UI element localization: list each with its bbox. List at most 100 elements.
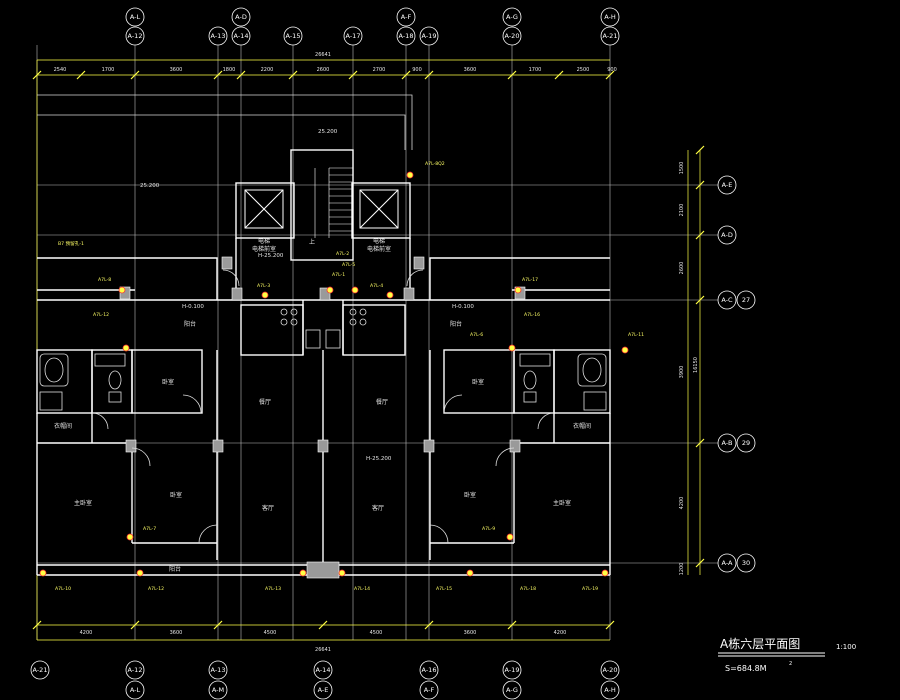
dimension-text: 4200 [554,630,567,636]
equipment-tag: A7L-12 [93,312,109,318]
level-text: 25.200 [140,183,160,189]
axis-label: A-16 [422,666,437,674]
axis-label: A-C [721,296,733,304]
dimension-ticks [32,70,705,630]
equipment-tag: A7L-19 [582,586,598,592]
room-label: 卧室 [170,491,182,499]
axis-label: A-G [506,13,518,21]
dimension-text: 1700 [102,67,115,73]
walls [36,149,611,576]
dimension-text: 3900 [679,366,685,379]
dimension-text: 3600 [464,67,477,73]
axis-label: A-H [604,686,616,694]
equipment-tag: A7L-11 [628,332,644,338]
axis-label: A-L [130,13,141,21]
axis-label: A-12 [128,666,143,674]
level-text: H-0.100 [182,304,204,310]
room-label: 主卧室 [74,499,92,507]
axis-bubbles-right [717,175,756,573]
axis-label: A-F [424,686,435,694]
level-text: 25.200 [318,129,338,135]
stair-treads [314,167,353,238]
dimension-labels: 26641 2540 1700 3600 1800 2200 2600 2700… [54,52,699,653]
room-label: 客厅 [372,504,384,512]
dimension-text: 2600 [317,67,330,73]
dimension-text: 4500 [264,630,277,636]
dimension-text: 3600 [170,630,183,636]
dimension-text: 1700 [529,67,542,73]
axis-label: A-19 [505,666,520,674]
dimension-text: 1200 [679,563,685,576]
dimension-text: 26641 [315,52,331,58]
dimension-text: 900 [607,67,617,73]
tag-markers [39,171,629,577]
title-block: A栋六层平面图 1:100 S=684.8M 2 [720,636,856,673]
axis-label: A-F [401,13,412,21]
axis-label: A-D [235,13,247,21]
axis-label: A-20 [603,666,618,674]
level-text: H-25.200 [366,456,392,462]
axis-label: A-14 [316,666,331,674]
axis-bubbles-top [125,7,620,46]
equipment-tag: A7L-14 [354,586,370,592]
axis-labels-right: A-E A-D A-C 27 A-B 29 A-A 30 [721,181,750,567]
axis-label: A-19 [422,32,437,40]
dimension-text: 1800 [223,67,236,73]
dimension-text: 1500 [679,162,685,175]
equipment-tags: A7L-8Q2 B7 预留孔-1 A7L-8 A7L-12 A7L-2 A7L-… [55,161,644,592]
axis-labels-top: A-L A-D A-F A-G A-H A-12 A-13 A-14 A-15 … [128,13,618,40]
room-label: 衣帽间 [573,422,591,430]
title-underline [718,652,825,657]
room-label: 上 [309,238,315,246]
room-label: 卧室 [464,491,476,499]
equipment-tag: A7L-2 [336,251,349,257]
level-text: H-25.200 [258,253,284,259]
elevator-shafts [244,189,399,229]
structural-columns [119,256,526,579]
dimension-text: 4500 [370,630,383,636]
axis-label: A-21 [603,32,618,40]
equipment-tag: A7L-13 [265,586,281,592]
room-label: 卧室 [472,378,484,386]
equipment-tag: A7L-1 [332,272,345,278]
drawing-area: S=684.8M [725,664,767,673]
axis-label: 30 [742,559,750,567]
equipment-tag: A7L-7 [143,526,156,532]
equipment-tag: A7L-3 [257,283,270,289]
drawing-area-superscript: 2 [789,661,792,667]
room-label: 电梯前室 [252,245,276,253]
dimension-text: 2540 [54,67,67,73]
dimension-text: 16150 [693,357,699,373]
axis-label: A-A [722,559,734,567]
axis-label: A-G [506,686,518,694]
axis-label: A-B [722,439,733,447]
equipment-tag: A7L-15 [436,586,452,592]
axis-label: A-18 [399,32,414,40]
axis-label: A-13 [211,32,226,40]
equipment-tag: A7L-8Q2 [425,161,445,167]
room-label: 餐厅 [376,398,388,406]
axis-label: A-15 [286,32,301,40]
axis-label: A-13 [211,666,226,674]
equipment-tag: A7L-16 [524,312,540,318]
equipment-tag: A7L-17 [522,277,538,283]
equipment-tag: A7L-8 [98,277,111,283]
dimension-text: 3600 [170,67,183,73]
dimension-text: 2200 [261,67,274,73]
axis-label: A-M [212,686,224,694]
equipment-tag: A7L-10 [55,586,71,592]
level-marks: 25.200 25.200 H-25.200 H-0.100 H-0.100 H… [140,129,474,462]
roof-outline [37,94,413,150]
equipment-tag: A7L-5 [342,262,355,268]
axis-label: 29 [742,439,750,447]
axis-label: A-20 [505,32,520,40]
room-label: 电梯 [258,237,270,245]
room-label: 阳台 [169,565,181,573]
axis-label: A-14 [234,32,249,40]
axis-label: A-12 [128,32,143,40]
drawing-scale: 1:100 [836,643,856,651]
bathroom-fixtures [39,308,607,411]
dimension-text: 2700 [373,67,386,73]
axis-bubbles-bottom [30,660,620,700]
